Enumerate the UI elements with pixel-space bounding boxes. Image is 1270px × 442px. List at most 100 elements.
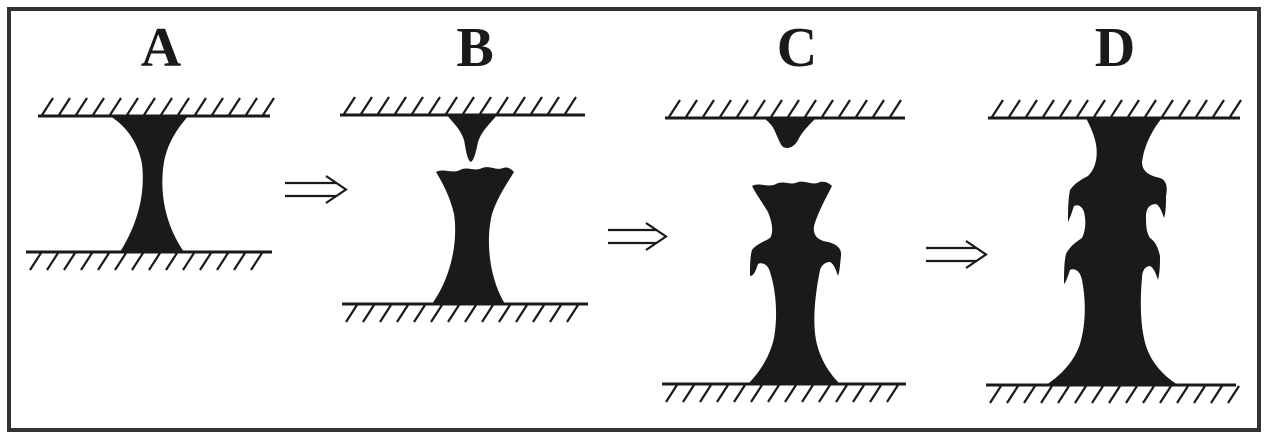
plate-hatch-mark — [1160, 386, 1171, 403]
upper-plate-c — [665, 100, 905, 118]
plate-hatch-mark — [429, 97, 440, 114]
liquid-bridge-b — [432, 167, 514, 304]
pendant-drop-c — [764, 118, 816, 148]
plate-hatch-mark — [1177, 386, 1188, 403]
plate-hatch-mark — [514, 97, 525, 114]
panel-label-b: B — [435, 18, 515, 78]
plate-hatch-mark — [1060, 100, 1071, 117]
plate-hatch-mark — [234, 253, 245, 270]
liquid-bridge-d — [1046, 118, 1178, 385]
plate-hatch-mark — [115, 253, 126, 270]
plate-hatch-mark — [195, 98, 206, 115]
plate-hatch-mark — [516, 305, 527, 322]
plate-hatch-mark — [30, 253, 41, 270]
plate-hatch-mark — [59, 98, 70, 115]
plate-hatch-mark — [127, 98, 138, 115]
plate-hatch-mark — [990, 386, 1001, 403]
plate-hatch-mark — [531, 97, 542, 114]
plate-hatch-mark — [666, 385, 677, 402]
plate-hatch-mark — [263, 98, 274, 115]
plate-hatch-mark — [414, 305, 425, 322]
plate-hatch-mark — [1007, 386, 1018, 403]
plate-hatch-mark — [785, 385, 796, 402]
plate-hatch-mark — [567, 305, 578, 322]
plate-hatch-mark — [64, 253, 75, 270]
plate-hatch-mark — [1162, 100, 1173, 117]
plate-hatch-mark — [887, 385, 898, 402]
plate-hatch-mark — [166, 253, 177, 270]
upper-plate-b — [340, 97, 585, 115]
plate-hatch-mark — [397, 305, 408, 322]
plate-hatch-mark — [482, 305, 493, 322]
plate-hatch-mark — [1211, 386, 1222, 403]
panel-a — [26, 98, 274, 270]
panel-c — [662, 100, 906, 402]
panel-label-a: A — [121, 18, 201, 78]
plate-hatch-mark — [431, 305, 442, 322]
plate-hatch-mark — [93, 98, 104, 115]
plate-hatch-mark — [98, 253, 109, 270]
plate-hatch-mark — [42, 98, 53, 115]
plate-hatch-mark — [839, 100, 850, 117]
plate-hatch-mark — [1075, 386, 1086, 403]
plate-hatch-mark — [992, 100, 1003, 117]
plate-hatch-mark — [446, 97, 457, 114]
plate-hatch-mark — [1213, 100, 1224, 117]
plate-hatch-mark — [669, 100, 680, 117]
plate-hatch-mark — [873, 100, 884, 117]
plate-hatch-mark — [1026, 100, 1037, 117]
plate-hatch-mark — [47, 253, 58, 270]
plate-hatch-mark — [1179, 100, 1190, 117]
plate-hatch-mark — [212, 98, 223, 115]
plate-hatch-mark — [499, 305, 510, 322]
plate-hatch-mark — [361, 97, 372, 114]
plate-hatch-mark — [378, 97, 389, 114]
plate-hatch-mark — [1094, 100, 1105, 117]
arrow-1 — [285, 176, 346, 203]
plate-hatch-mark — [200, 253, 211, 270]
plate-hatch-mark — [683, 385, 694, 402]
plate-hatch-mark — [1077, 100, 1088, 117]
plate-hatch-mark — [565, 97, 576, 114]
plate-hatch-mark — [890, 100, 901, 117]
plate-hatch-mark — [1228, 386, 1239, 403]
liquid-bridge-c — [748, 182, 841, 384]
lower-plate-d — [986, 385, 1239, 403]
arrow-3 — [926, 241, 986, 268]
plate-hatch-mark — [1043, 100, 1054, 117]
plate-hatch-mark — [81, 253, 92, 270]
plate-hatch-mark — [480, 97, 491, 114]
plate-hatch-mark — [448, 305, 459, 322]
plate-hatch-mark — [1092, 386, 1103, 403]
plate-hatch-mark — [465, 305, 476, 322]
plate-hatch-mark — [819, 385, 830, 402]
plate-hatch-mark — [870, 385, 881, 402]
upper-plate-d — [988, 100, 1241, 118]
plate-hatch-mark — [853, 385, 864, 402]
plate-hatch-mark — [161, 98, 172, 115]
liquid-bridge-a — [110, 116, 188, 252]
plate-hatch-mark — [363, 305, 374, 322]
plate-hatch-mark — [734, 385, 745, 402]
pendant-drop-b — [447, 115, 497, 162]
plate-hatch-mark — [751, 385, 762, 402]
plate-hatch-mark — [720, 100, 731, 117]
plate-hatch-mark — [1196, 100, 1207, 117]
plate-hatch-mark — [346, 305, 357, 322]
upper-plate-a — [38, 98, 274, 116]
plate-hatch-mark — [1111, 100, 1122, 117]
lower-plate-b — [342, 304, 588, 322]
plate-hatch-mark — [1009, 100, 1020, 117]
plate-hatch-mark — [251, 253, 262, 270]
arrow-2 — [608, 223, 666, 250]
plate-hatch-mark — [1194, 386, 1205, 403]
plate-hatch-mark — [1058, 386, 1069, 403]
plate-hatch-mark — [805, 100, 816, 117]
plate-hatch-mark — [229, 98, 240, 115]
plate-hatch-mark — [149, 253, 160, 270]
plate-hatch-mark — [717, 385, 728, 402]
plate-hatch-mark — [788, 100, 799, 117]
plate-hatch-mark — [1109, 386, 1120, 403]
plate-hatch-mark — [548, 97, 559, 114]
plate-hatch-mark — [217, 253, 228, 270]
